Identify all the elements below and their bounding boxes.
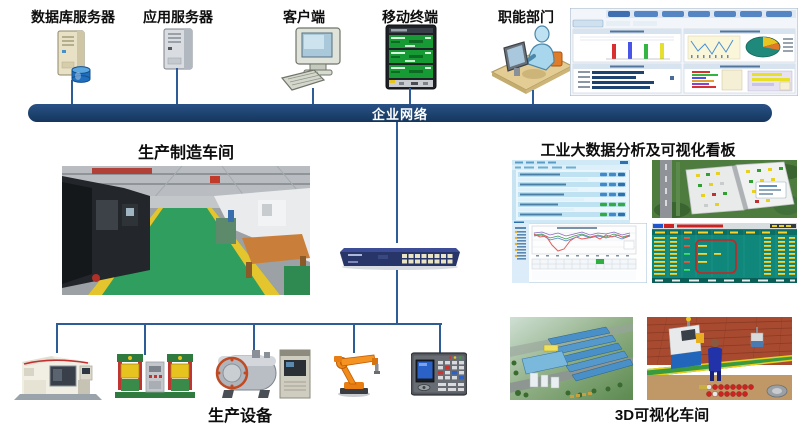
connector-department [532,90,534,105]
node-label-application-server: 应用服务器 [143,9,213,25]
node-label-mobile-terminal: 移动终端 [382,9,438,25]
connector-bar-to-switch [396,122,398,243]
cnc-control-panel [411,352,467,397]
bigdata-title: 工业大数据分析及可视化看板 [540,142,736,159]
drop-cnc [56,325,58,353]
mes-task-list-screenshot [512,160,630,225]
andon-board-screenshot [652,223,797,283]
office-worker-icon [490,22,574,94]
drop-robot [353,325,355,353]
connector-client [312,88,314,105]
connector-application-server [176,68,178,105]
cnc-machining-center [12,350,104,403]
industrial-park-3d-render [510,317,633,400]
desktop-client-icon [280,26,342,92]
drop-panel [439,325,441,354]
vacuum-furnace [212,346,312,402]
node-label-database-server: 数据库服务器 [31,9,115,25]
equipment-title: 生产设备 [207,408,272,425]
workshop-photo [62,166,310,295]
plant-layout-monitor-screenshot [652,160,797,218]
mobile-terminal-icon [385,24,437,90]
node-label-department: 职能部门 [498,9,554,25]
database-server-icon [50,30,96,84]
enterprise-network-bar: 企业网络 [28,104,772,122]
application-server-icon [160,28,196,70]
node-label-client: 客户端 [283,9,325,25]
industrial-robot-arm [330,350,382,398]
connector-mobile-terminal [409,88,411,105]
viz3d-title: 3D可视化车间 [614,407,710,424]
drop-furnace [253,325,255,350]
virtual-workshop-3d-scene [647,317,792,400]
enterprise-network-label: 企业网络 [371,106,428,122]
bi-dashboard-screenshot [570,8,798,96]
equipment-bus-line [56,323,442,325]
connector-database-server [71,80,73,105]
hydraulic-press [113,352,197,400]
network-switch [338,240,462,270]
trend-analysis-screenshot [512,223,647,283]
workshop-title: 生产制造车间 [137,145,234,162]
connector-switch-to-bus [396,266,398,325]
drop-press [144,325,146,355]
